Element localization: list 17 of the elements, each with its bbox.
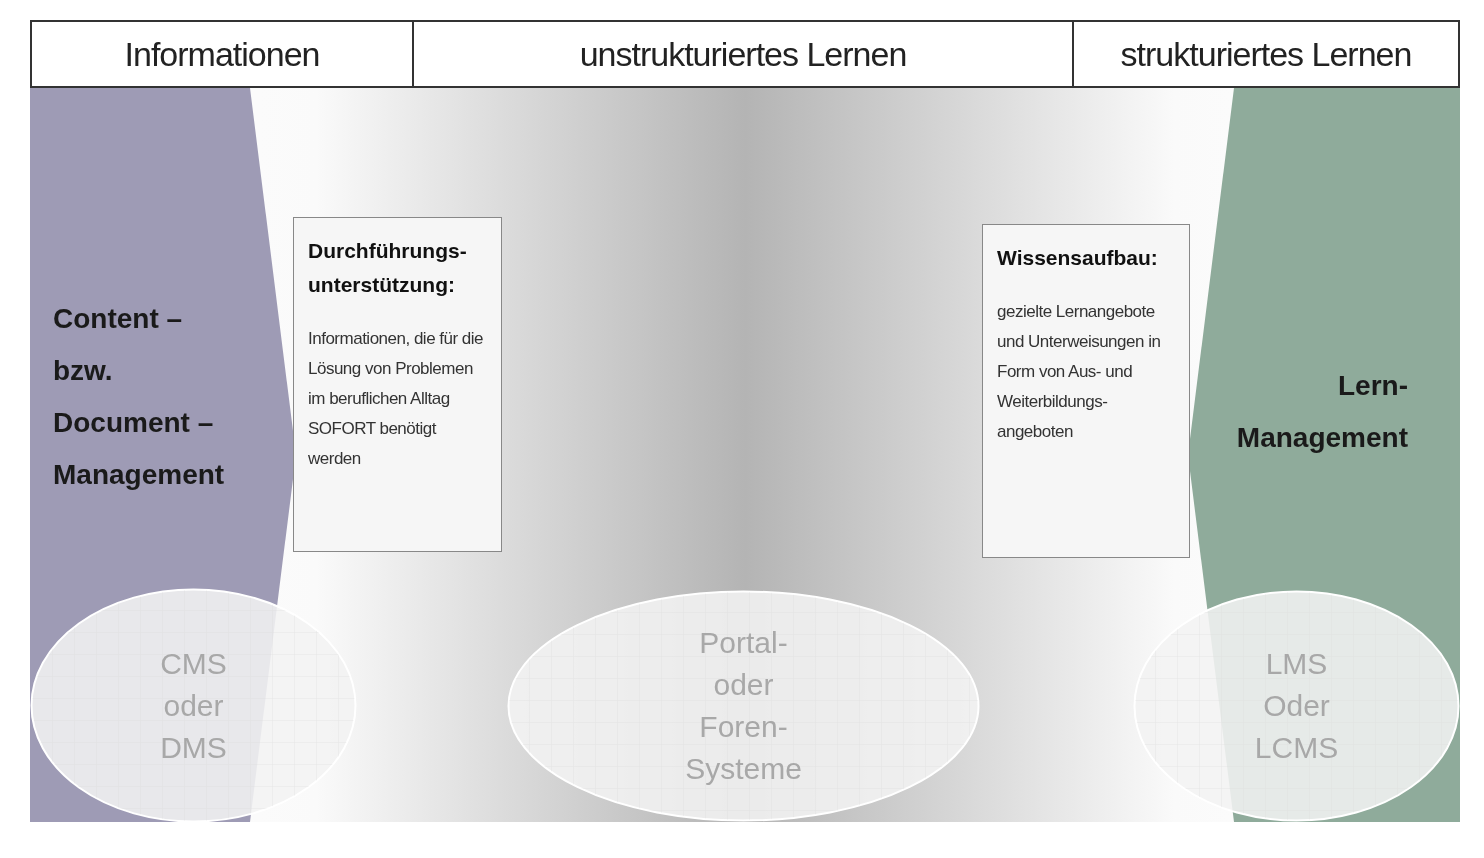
ellipse	[507, 590, 980, 822]
box-text: gezielte Lernangebote und Unterweisungen in Form von Aus- und Weiterbildungs- angeboten	[997, 301, 1162, 443]
column-header: unstrukturiertes Lernen	[412, 20, 1074, 88]
ellipse	[1133, 590, 1460, 822]
column-header: strukturiertes Lernen	[1072, 20, 1460, 88]
ellipse	[30, 588, 357, 823]
ellipse-label: LMS Oder LCMS	[1253, 646, 1340, 766]
ellipse-label: CMS oder DMS	[159, 645, 228, 766]
text-box	[293, 217, 502, 552]
band-label: Content – bzw. Document – Management	[53, 302, 226, 492]
box-text: Informationen, die für die Lösung von Problemen im beruflichen Alltag SOFORT benötigt werden	[308, 328, 485, 470]
band-label: Lern- Management	[1235, 369, 1408, 455]
column-header: Informationen	[30, 20, 414, 88]
box-heading: Wissensaufbau:	[997, 245, 1159, 271]
box-heading: Durchführungs- unterstützung:	[308, 238, 468, 298]
ellipse-label: Portal- oder Foren- Systeme	[684, 625, 803, 787]
text-box	[982, 224, 1190, 558]
